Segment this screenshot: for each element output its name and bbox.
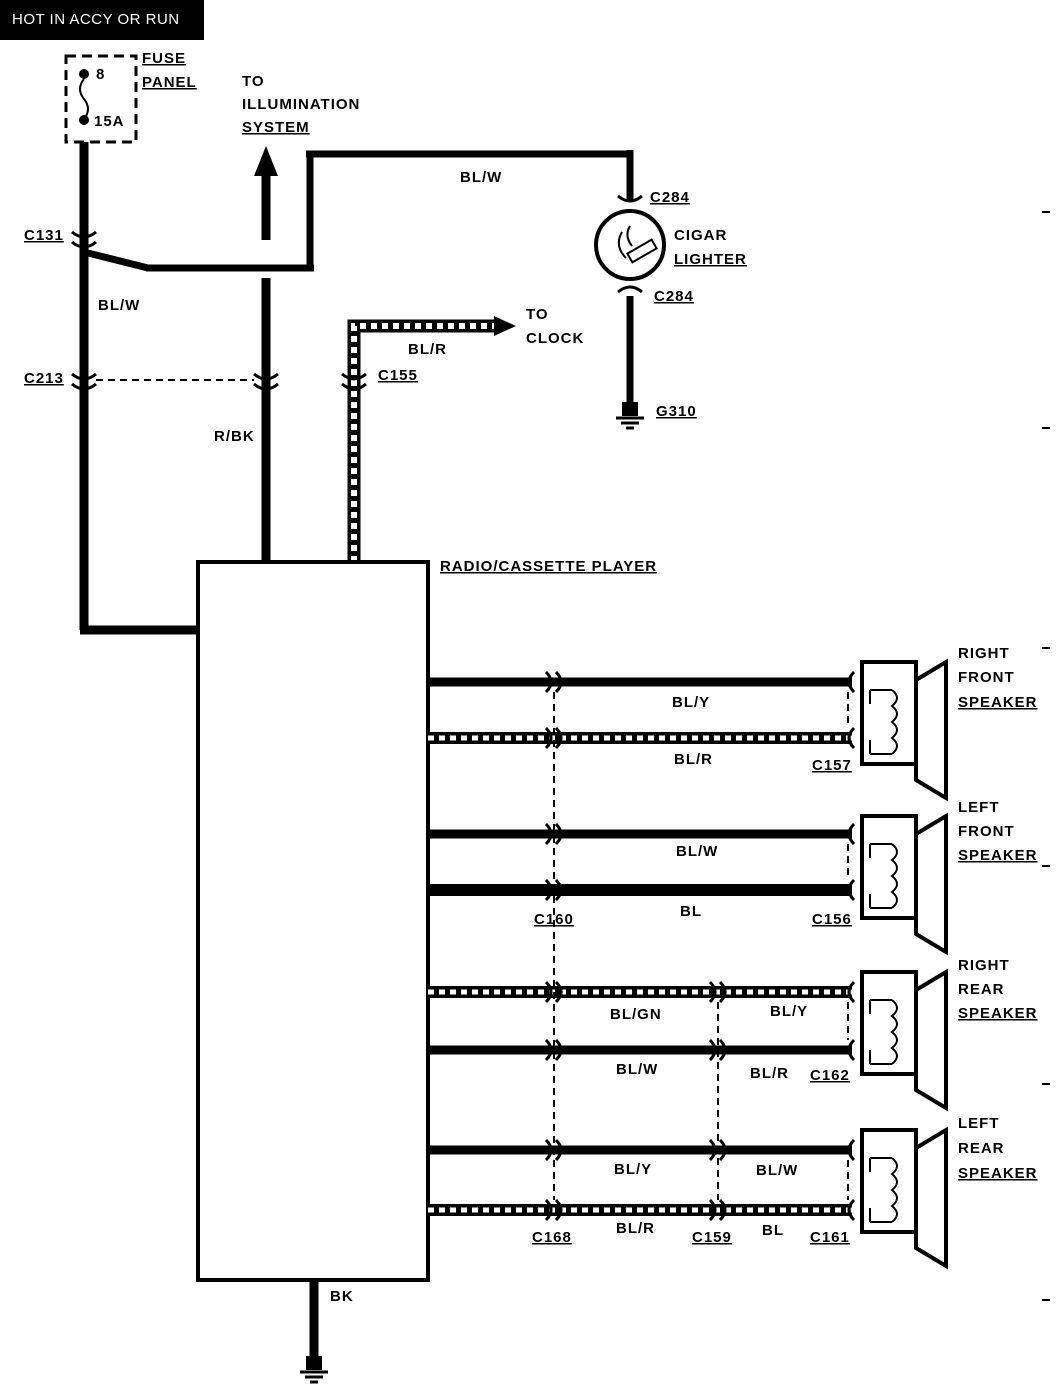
wire-label-blw-left: BL/W bbox=[98, 297, 140, 314]
rr-speaker-label-2: REAR bbox=[958, 981, 1005, 998]
wire-label-lf-minus: BL bbox=[680, 903, 702, 920]
radio-ground-icon bbox=[298, 1354, 330, 1384]
header-bar bbox=[0, 0, 204, 40]
illumination-label-1: TO bbox=[242, 73, 265, 90]
radio-cassette-player-box bbox=[196, 560, 430, 1282]
wire-clock-stripe bbox=[351, 323, 494, 562]
header-title: HOT IN ACCY OR RUN bbox=[12, 11, 180, 28]
lf-speaker-label-2: FRONT bbox=[958, 823, 1015, 840]
illumination-label-3: SYSTEM bbox=[242, 119, 310, 136]
rf-speaker-label-1: RIGHT bbox=[958, 645, 1010, 662]
lighter-label-1: CIGAR bbox=[674, 227, 727, 244]
connector-c157-label: C157 bbox=[812, 757, 852, 774]
lighter-smoke-icon bbox=[617, 225, 633, 259]
clock-label-1: TO bbox=[526, 306, 549, 323]
wire-label-lr-plus-a: BL/Y bbox=[614, 1161, 652, 1178]
wire-label-rr-minus-b: BL/R bbox=[750, 1065, 789, 1082]
connector-c155-symbol bbox=[341, 372, 367, 391]
rr-speaker-label-1: RIGHT bbox=[958, 957, 1010, 974]
connector-c213-symbol bbox=[71, 372, 97, 391]
connector-c168-label: C168 bbox=[532, 1229, 572, 1246]
fuse-panel-label-2: PANEL bbox=[142, 74, 197, 91]
wire-label-rr-plus-b: BL/Y bbox=[770, 1003, 808, 1020]
connector-c161-label: C161 bbox=[810, 1229, 850, 1246]
wire-branch bbox=[83, 248, 149, 272]
rf-speaker-label-3: SPEAKER bbox=[958, 694, 1038, 711]
ground-g310-label: G310 bbox=[656, 403, 697, 420]
wire-label-lr-minus-b: BL bbox=[762, 1222, 784, 1239]
fuse-terminal-bottom bbox=[79, 115, 89, 125]
rr-speaker-label-3: SPEAKER bbox=[958, 1005, 1038, 1022]
wire-label-rf-minus: BL/R bbox=[674, 751, 713, 768]
wire-label-rf-plus: BL/Y bbox=[672, 694, 710, 711]
lr-speaker-label-2: REAR bbox=[958, 1140, 1005, 1157]
speaker-wires bbox=[428, 677, 852, 1216]
right-rear-speaker-icon bbox=[860, 970, 948, 1110]
wire-label-bk: BK bbox=[330, 1288, 354, 1305]
wire-label-lr-plus-b: BL/W bbox=[756, 1162, 798, 1179]
fuse-panel-label-1: FUSE bbox=[142, 50, 186, 67]
illumination-label-2: ILLUMINATION bbox=[242, 96, 360, 113]
lighter-cigar-icon bbox=[626, 238, 658, 264]
lighter-label-2: LIGHTER bbox=[674, 251, 747, 268]
ground-g310-icon bbox=[614, 400, 646, 430]
wire-label-lf-plus: BL/W bbox=[676, 843, 718, 860]
connector-c284-bottom-label: C284 bbox=[654, 288, 694, 305]
left-rear-speaker-icon bbox=[860, 1128, 948, 1268]
wire-label-blr-clock: BL/R bbox=[408, 341, 447, 358]
connector-c131-symbol bbox=[71, 230, 97, 249]
left-front-speaker-icon bbox=[860, 814, 948, 954]
lr-speaker-label-3: SPEAKER bbox=[958, 1165, 1038, 1182]
clock-arrow-icon bbox=[494, 316, 516, 336]
wire-label-rbk: R/BK bbox=[214, 428, 255, 445]
right-front-speaker-icon bbox=[860, 660, 948, 800]
connector-c156-label: C156 bbox=[812, 911, 852, 928]
wire-clock-outer bbox=[347, 319, 494, 562]
radio-label: RADIO/CASSETTE PLAYER bbox=[440, 558, 657, 575]
connector-c284-top-label: C284 bbox=[650, 189, 690, 206]
wire-label-blw-top: BL/W bbox=[460, 169, 502, 186]
fuse-panel-box bbox=[64, 54, 138, 144]
fuse-rating: 15A bbox=[94, 113, 125, 130]
clock-label-2: CLOCK bbox=[526, 330, 584, 347]
connector-c213-label: C213 bbox=[24, 370, 64, 387]
page-edge-ticks bbox=[1042, 211, 1050, 1301]
wire-label-lr-minus-a: BL/R bbox=[616, 1220, 655, 1237]
connector-c160-label: C160 bbox=[534, 911, 574, 928]
illumination-arrow-icon bbox=[254, 146, 278, 176]
fuse-terminal-top bbox=[79, 69, 89, 79]
connector-c284-bottom-symbol bbox=[617, 285, 643, 294]
lf-speaker-label-3: SPEAKER bbox=[958, 847, 1038, 864]
wire-label-rr-plus-a: BL/GN bbox=[610, 1006, 662, 1023]
fuse-number: 8 bbox=[96, 66, 105, 83]
connector-dashed-links bbox=[553, 692, 849, 1200]
speaker-connectors bbox=[544, 670, 856, 1222]
connector-c284-top-symbol bbox=[617, 194, 643, 203]
connector-c159-label: C159 bbox=[692, 1229, 732, 1246]
lf-speaker-label-1: LEFT bbox=[958, 799, 1000, 816]
cigar-lighter-icon bbox=[594, 209, 666, 281]
fuse-symbol bbox=[79, 78, 89, 120]
lr-speaker-label-1: LEFT bbox=[958, 1115, 1000, 1132]
rf-speaker-label-2: FRONT bbox=[958, 669, 1015, 686]
connector-c162-label: C162 bbox=[810, 1067, 850, 1084]
connector-c155-label: C155 bbox=[378, 367, 418, 384]
wire-label-rr-minus-a: BL/W bbox=[616, 1061, 658, 1078]
connector-c131-label: C131 bbox=[24, 227, 64, 244]
